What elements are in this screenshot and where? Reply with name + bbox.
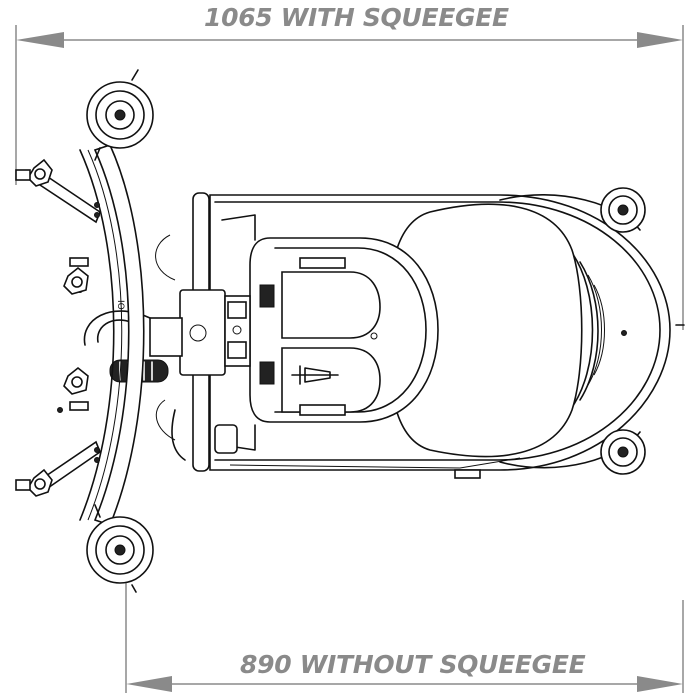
dimension-top	[15, 25, 684, 330]
brush-deck-arc-1	[569, 249, 594, 411]
seat-cushion-top	[281, 271, 381, 339]
cable-upper	[155, 234, 176, 281]
knob-upper-left-icon	[15, 158, 53, 187]
squeegee-wheel-lower	[86, 504, 154, 593]
knob-mid-upper-icon	[63, 257, 89, 295]
hinge-top	[299, 257, 346, 269]
knob-mid-lower-icon	[63, 366, 89, 411]
switch-lower-icon	[227, 341, 247, 359]
rear-foot	[454, 469, 481, 479]
front-wheel-upper	[600, 187, 646, 233]
brace-arm-upper	[38, 173, 101, 224]
squeegee-frame-mid	[87, 149, 123, 521]
latch-icon	[291, 365, 339, 385]
lower-trim	[229, 457, 521, 469]
squeegee-assembly: IO	[38, 144, 145, 526]
knob-lower-left-icon	[15, 468, 53, 497]
body-inner-rim	[214, 201, 661, 461]
machine-body	[209, 194, 685, 479]
switch-upper-icon	[227, 301, 247, 319]
brush-deck-arc-3	[587, 274, 602, 386]
cable-lower	[155, 399, 176, 441]
brush-deck-arc-2	[579, 261, 599, 401]
dimension-label-with-squeegee: 1065 WITH SQUEEGEE	[198, 4, 515, 32]
squeegee-blade	[93, 144, 145, 526]
svg-text:IO: IO	[115, 300, 125, 310]
motor-housing	[149, 317, 183, 357]
hose-clamp-lower	[171, 409, 186, 461]
indicator-dot	[232, 325, 242, 335]
connector-bottom	[259, 361, 275, 385]
seat-pivot	[370, 332, 378, 340]
key-switch-icon	[189, 324, 207, 342]
arrow-right-icon	[637, 32, 683, 48]
control-handle	[83, 192, 275, 472]
drain-cap	[214, 424, 238, 454]
dimension-label-without-squeegee: 890 WITHOUT SQUEEGEE	[234, 651, 592, 679]
arrow-bottom-left-icon	[126, 676, 172, 692]
seat-recess-inner	[274, 247, 427, 413]
brush-deck-arc-4	[593, 284, 605, 376]
brush-hub-dot	[621, 330, 627, 336]
squeegee-wheel-upper	[86, 69, 154, 161]
arrow-bottom-right-icon	[637, 676, 683, 692]
side-rail-top	[221, 214, 256, 241]
control-panel	[179, 289, 226, 376]
hinge-bottom	[299, 404, 346, 416]
front-wheel-lower	[600, 429, 646, 475]
squeegee-frame-outer	[79, 149, 115, 521]
arrow-left-icon	[16, 32, 64, 48]
seat-cushion-bottom	[281, 347, 381, 413]
connector-top	[259, 284, 275, 308]
